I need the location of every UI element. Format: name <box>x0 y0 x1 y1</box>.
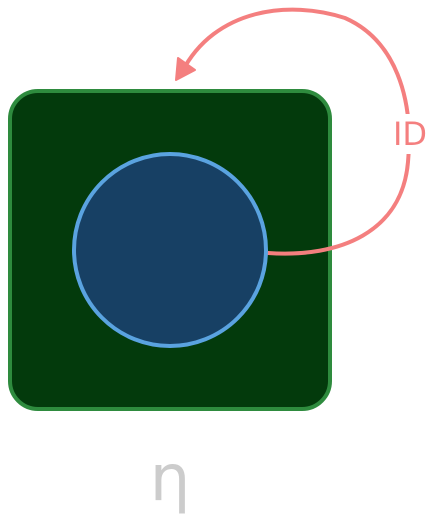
inner-circle <box>72 152 268 348</box>
object-label: η <box>150 442 191 516</box>
arrow-label-background <box>388 114 430 154</box>
identity-arrowhead <box>175 57 196 81</box>
identity-arrow <box>180 7 412 256</box>
arrow-label: ID <box>393 115 427 153</box>
